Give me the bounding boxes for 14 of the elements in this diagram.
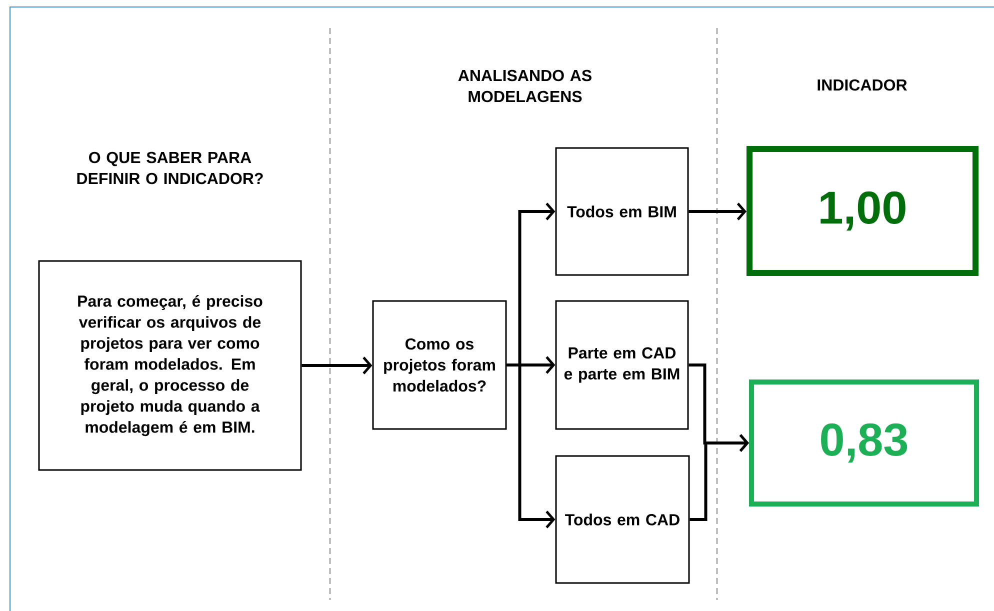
column-heading: INDICADOR xyxy=(818,79,907,91)
process-box: Todos em CAD xyxy=(555,455,690,584)
process-box: Todos em BIM xyxy=(555,147,689,276)
column-heading: ANALISANDO AS MODELAGENS xyxy=(458,70,592,102)
process-box: Parte em CAD e parte em BIM xyxy=(555,300,689,430)
value-box: 1,00 xyxy=(746,146,978,276)
process-box: Para começar, é preciso verificar os arquivos de projetos para ver como foram modelados. Em geral, o processo de projeto muda quando a modelagem é em BIM. xyxy=(38,260,302,471)
process-box: Como os projetos foram modelados? xyxy=(372,300,507,430)
column-heading: O QUE SABER PARA DEFINIR O INDICADOR? xyxy=(77,152,263,184)
arrow xyxy=(506,364,556,528)
value-box: 0,83 xyxy=(749,380,979,506)
arrow xyxy=(690,434,749,521)
arrow xyxy=(302,356,372,374)
arrow xyxy=(688,202,746,220)
